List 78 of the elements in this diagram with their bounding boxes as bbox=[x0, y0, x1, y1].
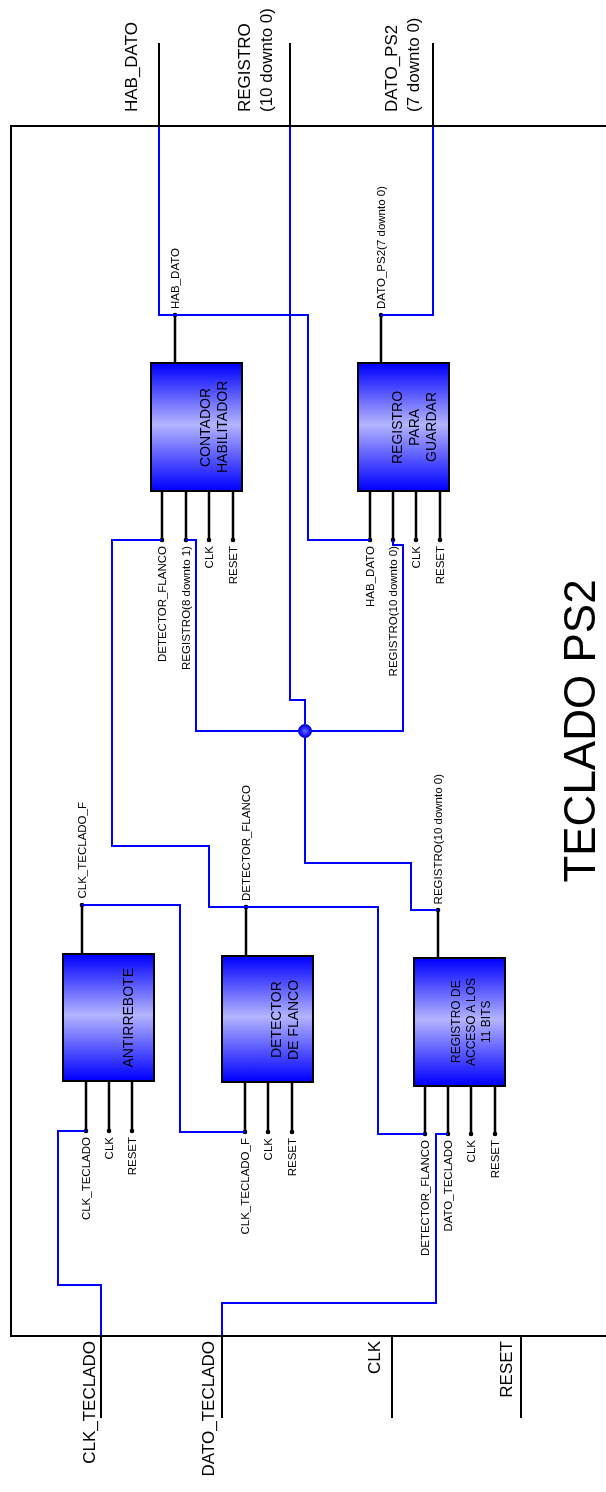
port-label: DATO_TECLADO bbox=[198, 1341, 219, 1477]
pin-line bbox=[492, 1087, 498, 1137]
component-name: ANTIRREBOTE bbox=[120, 967, 137, 1068]
pin-label: CLK_TECLADO_F bbox=[75, 802, 89, 899]
pin-label: RESET bbox=[125, 1137, 139, 1176]
signal-wire bbox=[289, 124, 306, 725]
pin-line bbox=[445, 1087, 451, 1137]
pin-label: REGISTRO(10 downto 0) bbox=[431, 773, 445, 904]
pin-line bbox=[183, 492, 189, 543]
pin-label: CLK bbox=[202, 546, 216, 569]
port-label: CLK_TECLADO bbox=[79, 1341, 100, 1464]
pin-label: REGISTRO(10 downto 0) bbox=[386, 546, 400, 677]
signal-wire bbox=[174, 314, 371, 541]
component-name: DETECTOR DE FLANCO bbox=[268, 977, 302, 1062]
pin-label: REGISTRO(8 downto 1) bbox=[179, 546, 193, 670]
pin-line bbox=[159, 492, 165, 543]
signal-wire bbox=[245, 906, 426, 1135]
entity-box bbox=[10, 125, 606, 1337]
pin-line bbox=[437, 492, 443, 543]
pin-line bbox=[172, 312, 178, 362]
component-block bbox=[221, 955, 314, 1083]
port-label: CLK bbox=[364, 1341, 385, 1375]
pin-label: DATO_PS2(7 downto 0) bbox=[374, 186, 388, 309]
port-label: DATO_PS2 (7 downto 0) bbox=[381, 16, 424, 112]
pin-line bbox=[413, 492, 419, 543]
signal-wire bbox=[304, 737, 439, 911]
junction-dot bbox=[298, 724, 312, 738]
pin-label: DETECTOR_FLANCO bbox=[155, 546, 169, 663]
signal-wire bbox=[158, 124, 176, 316]
pin-line bbox=[378, 312, 384, 362]
pin-label: RESET bbox=[285, 1138, 299, 1177]
pin-label: CLK bbox=[261, 1138, 275, 1161]
component-name: CONTADOR HABILITADOR bbox=[197, 379, 231, 476]
port-label: HAB_DATO bbox=[121, 21, 142, 112]
pin-label: CLK_TECLADO_F bbox=[238, 1138, 252, 1235]
pin-line bbox=[390, 492, 396, 543]
pin-label: CLK bbox=[464, 1140, 478, 1163]
signal-wire bbox=[81, 904, 246, 1133]
pin-label: DETECTOR_FLANCO bbox=[239, 784, 253, 901]
pin-label: CLK bbox=[409, 546, 423, 569]
component-block bbox=[62, 953, 155, 1082]
pin-line bbox=[129, 1082, 135, 1134]
pin-label: HAB_DATO bbox=[168, 248, 182, 309]
pin-line bbox=[79, 902, 85, 953]
pin-label: RESET bbox=[433, 546, 447, 585]
pin-label: DATO_TECLADO bbox=[441, 1140, 455, 1232]
signal-wire bbox=[311, 539, 404, 732]
port-label: RESET bbox=[496, 1341, 517, 1398]
pin-line bbox=[242, 1083, 248, 1135]
pin-label: CLK bbox=[102, 1137, 116, 1160]
signal-wire bbox=[185, 539, 299, 732]
pin-label: RESET bbox=[488, 1140, 502, 1179]
pin-label: CLK_TECLADO bbox=[79, 1137, 93, 1221]
entity-title: TECLADO PS2 bbox=[556, 579, 604, 883]
pin-line bbox=[367, 492, 373, 543]
pin-line bbox=[206, 492, 212, 543]
pin-line bbox=[468, 1087, 474, 1137]
component-block bbox=[357, 362, 450, 492]
signal-wire bbox=[380, 124, 434, 316]
component-name: REGISTRO PARA GUARDAR bbox=[389, 389, 440, 466]
pin-line bbox=[422, 1087, 428, 1137]
component-block bbox=[413, 957, 506, 1087]
pin-label: DETECTOR_FLANCO bbox=[418, 1140, 432, 1257]
pin-label: HAB_DATO bbox=[363, 546, 377, 607]
signal-wire bbox=[111, 539, 247, 908]
pin-line bbox=[265, 1083, 271, 1135]
pin-line bbox=[435, 907, 441, 957]
pin-line bbox=[289, 1083, 295, 1135]
component-block bbox=[150, 362, 243, 492]
pin-label: RESET bbox=[226, 546, 240, 585]
pin-line bbox=[230, 492, 236, 543]
signal-wire bbox=[221, 1133, 449, 1338]
pin-line bbox=[83, 1082, 89, 1134]
port-label: REGISTRO (10 downto 0) bbox=[234, 7, 277, 112]
pin-line bbox=[243, 904, 249, 955]
pin-line bbox=[106, 1082, 112, 1134]
component-name: REGISTRO DE ACCESO A LOS 11 BITS bbox=[449, 977, 494, 1069]
signal-wire bbox=[57, 1130, 102, 1338]
